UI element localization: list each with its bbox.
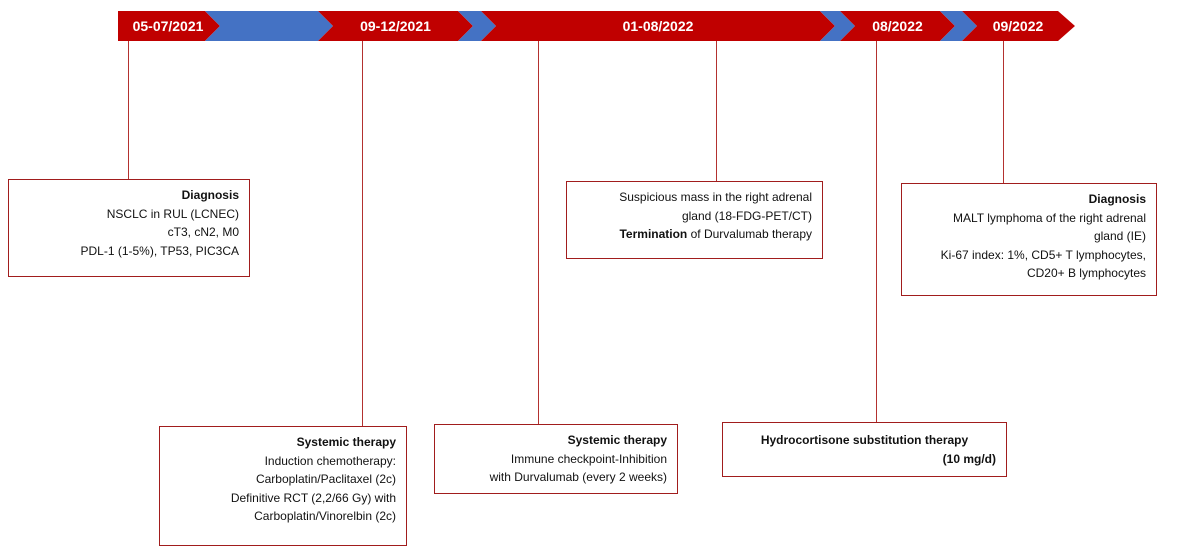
diagnosis-2-line-3: Ki-67 index: 1%, CD5+ T lymphocytes, (940, 247, 1146, 262)
timeline-chevron-blue-2 (458, 11, 496, 41)
timeline-segment-2022-a (481, 11, 835, 41)
hydrocortisone-line-2: (10 mg/d) (942, 451, 996, 466)
connector-therapy-2 (538, 41, 539, 424)
timeline-chevron-blue-1 (205, 11, 333, 41)
connector-therapy-1 (362, 41, 363, 426)
diagnosis-line-2: cT3, cN2, M0 (167, 225, 239, 239)
diagnosis-2-line-2: gland (IE) (1093, 229, 1146, 243)
diagnosis-line-1: NSCLC in RUL (LCNEC) (106, 206, 239, 221)
timeline-segment-2021-b (318, 11, 473, 41)
therapy-2-title: Systemic therapy (567, 433, 667, 447)
termination-line: Termination of Durvalumab therapy (577, 225, 812, 244)
connector-diagnosis (128, 41, 129, 179)
hydrocortisone-box: Hydrocortisone substitution therapy (10 … (722, 422, 1007, 477)
therapy-1-line-3: Definitive RCT (2,2/66 Gy) with (230, 490, 396, 505)
timeline-segment-2021-a (118, 11, 220, 41)
date-label-5: 09/2022 (992, 18, 1044, 34)
therapy-1-line-4: Carboplatin/Vinorelbin (2c) (254, 509, 396, 523)
hydrocortisone-line-1: Hydrocortisone substitution therapy (760, 433, 969, 447)
diagnosis-line-3: PDL-1 (1-5%), TP53, PIC3CA (80, 243, 239, 258)
timeline-segment-2022-b (840, 11, 955, 41)
date-label-2: 09-12/2021 (360, 18, 431, 34)
diagnosis-box: Diagnosis NSCLC in RUL (LCNEC) cT3, cN2,… (8, 179, 250, 277)
therapy-2-line-1: Immune checkpoint-Inhibition (510, 451, 667, 466)
connector-adrenal-mass (716, 41, 717, 181)
therapy-2-line-2: with Durvalumab (every 2 weeks) (489, 470, 667, 484)
diagnosis-2-title: Diagnosis (1088, 192, 1146, 206)
systemic-therapy-box-1: Systemic therapy Induction chemotherapy:… (159, 426, 407, 546)
connector-diagnosis-2 (1003, 41, 1004, 183)
therapy-1-line-2: Carboplatin/Paclitaxel (2c) (255, 472, 396, 486)
adrenal-mass-box: Suspicious mass in the right adrenal gla… (566, 181, 823, 259)
timeline-chevron-blue-4 (940, 11, 977, 41)
connector-hydrocortisone (876, 41, 877, 422)
timeline-chevron-blue-3 (820, 11, 855, 41)
termination-rest-text: of Durvalumab therapy (687, 227, 812, 241)
date-label-3: 01-08/2022 (622, 18, 694, 34)
therapy-1-title: Systemic therapy (296, 435, 396, 449)
adrenal-line-2: gland (18-FDG-PET/CT) (681, 208, 812, 223)
systemic-therapy-box-2: Systemic therapy Immune checkpoint-Inhib… (434, 424, 678, 494)
adrenal-line-1: Suspicious mass in the right adrenal (619, 190, 812, 204)
date-label-4: 08/2022 (872, 18, 923, 34)
diagnosis-2-line-1: MALT lymphoma of the right adrenal (953, 210, 1146, 225)
date-label-1: 05-07/2021 (132, 18, 204, 34)
timeline-segment-2022-c (962, 11, 1075, 41)
diagnosis-title: Diagnosis (181, 188, 239, 202)
termination-bold-text: Termination (619, 227, 688, 241)
diagnosis-2-line-4: CD20+ B lymphocytes (1026, 266, 1146, 280)
therapy-1-line-1: Induction chemotherapy: (264, 453, 396, 468)
diagnosis-box-2: Diagnosis MALT lymphoma of the right adr… (901, 183, 1157, 296)
